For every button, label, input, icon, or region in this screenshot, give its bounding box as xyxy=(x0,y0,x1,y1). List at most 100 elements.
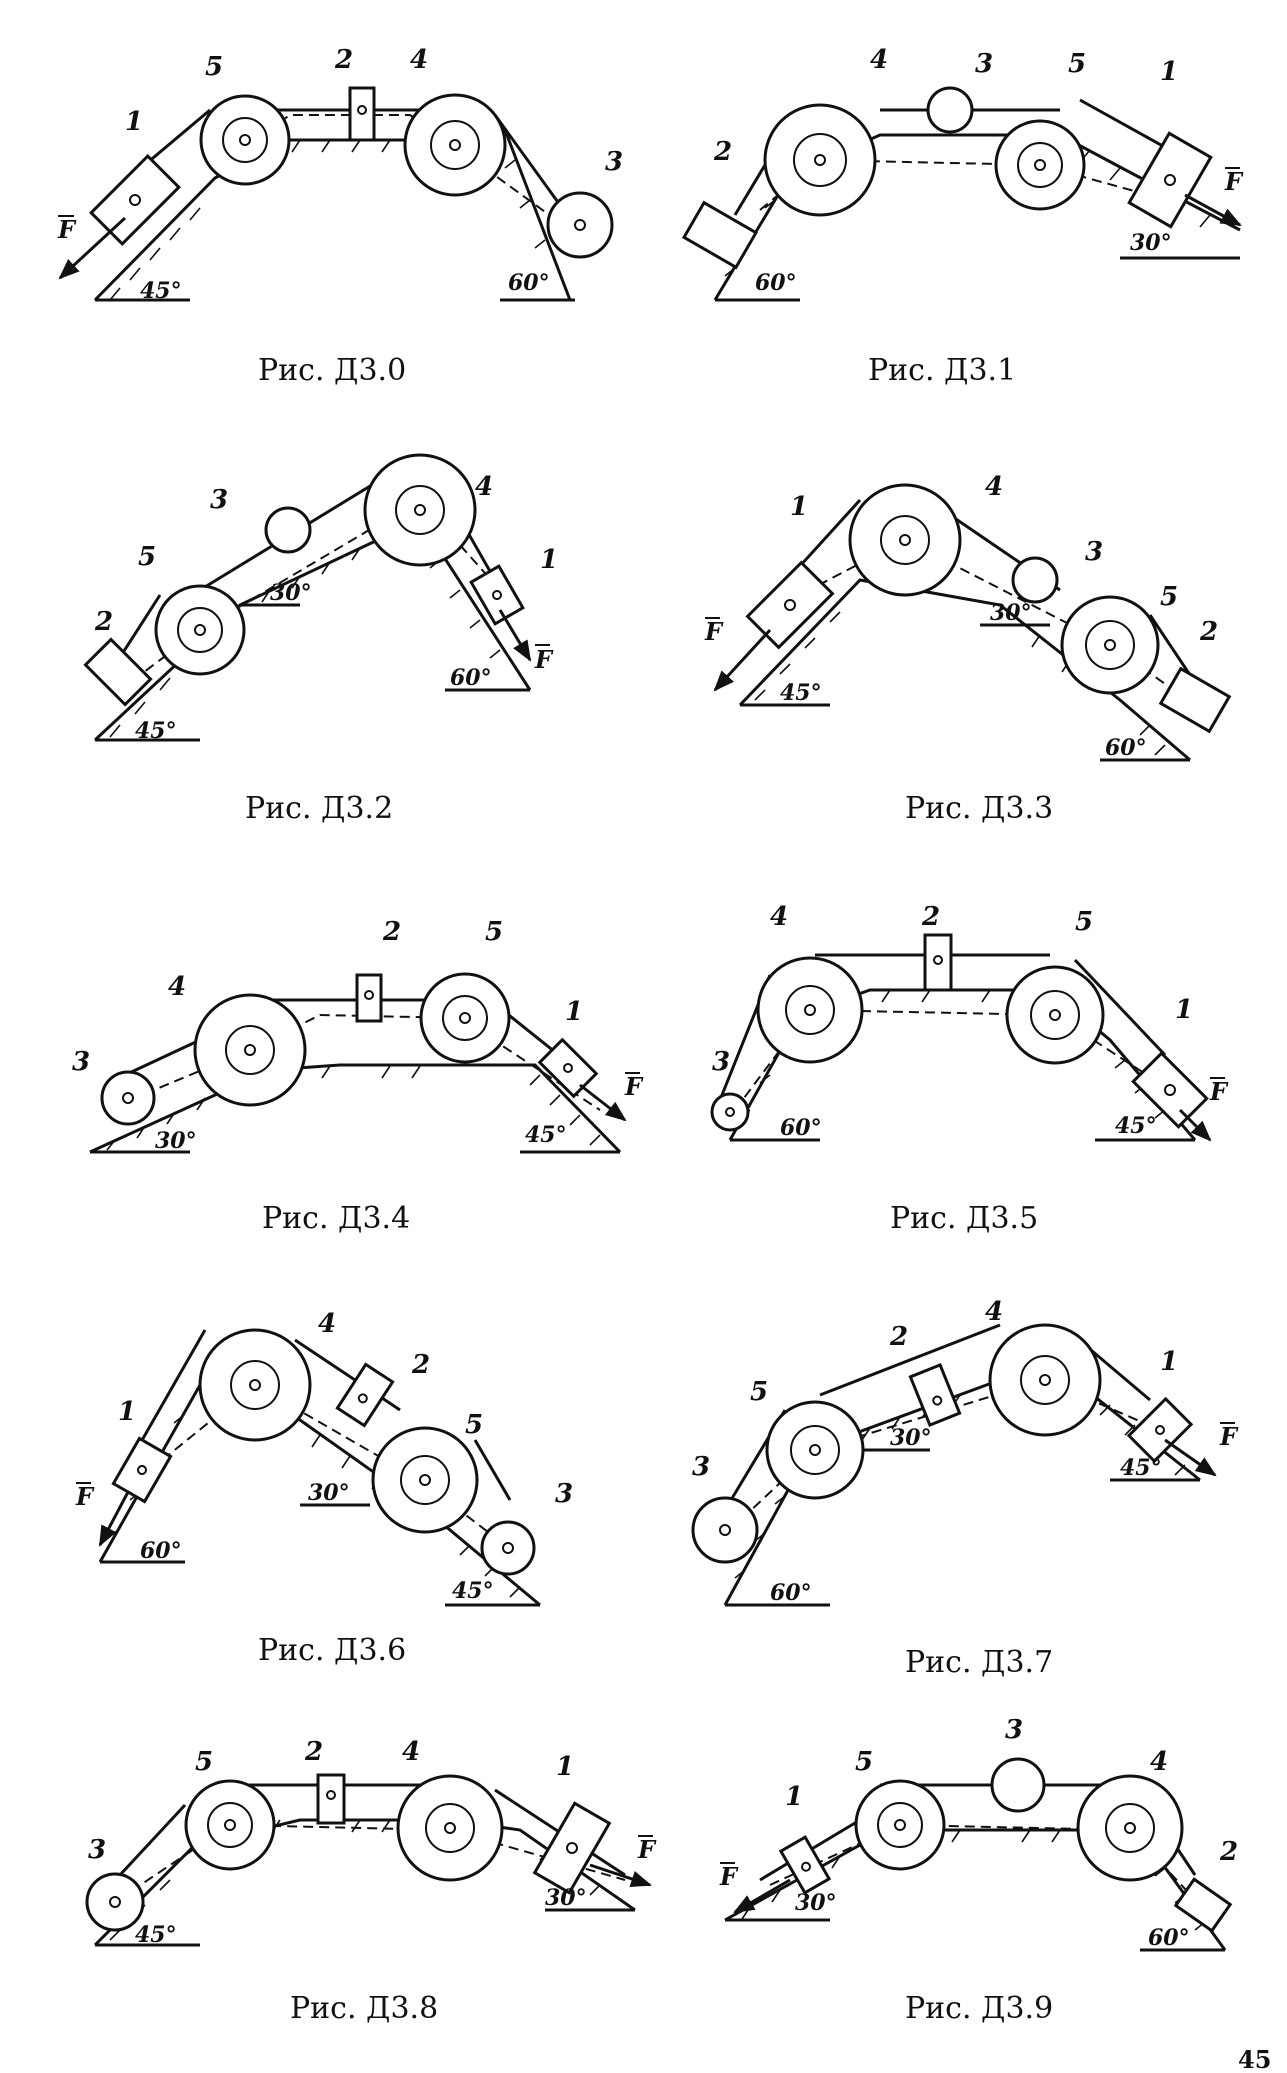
figure-caption: Рис. Д3.9 xyxy=(905,1991,1053,2026)
label-2: 2 xyxy=(713,137,732,167)
angle-label: 30° xyxy=(1130,230,1172,256)
block-2 xyxy=(681,200,759,270)
label-2: 2 xyxy=(1199,617,1218,647)
block-1 xyxy=(537,1037,599,1099)
figure-caption: Рис. Д3.6 xyxy=(258,1633,406,1668)
wheel-5 xyxy=(994,119,1086,211)
label-4: 4 xyxy=(318,1309,336,1339)
label-2: 2 xyxy=(1219,1837,1238,1867)
label-4: 4 xyxy=(985,1297,1003,1327)
angle-label: 30° xyxy=(990,600,1032,626)
wheel-5 xyxy=(419,972,511,1064)
label-4: 4 xyxy=(1150,1747,1168,1777)
label-5: 5 xyxy=(1160,582,1178,612)
force-label: F xyxy=(75,1482,95,1511)
block-1 xyxy=(745,560,835,650)
wheel-4 xyxy=(1076,1774,1184,1882)
force-label: F xyxy=(624,1072,644,1101)
label-4: 4 xyxy=(402,1737,420,1767)
wheel-5 xyxy=(1005,965,1105,1065)
incline-ground xyxy=(738,578,1191,762)
label-3: 3 xyxy=(555,1479,573,1509)
wheel-4 xyxy=(363,453,477,567)
block-2 xyxy=(908,1362,962,1428)
angle-label: 60° xyxy=(508,270,550,296)
angle-label: 30° xyxy=(890,1425,932,1451)
label-3: 3 xyxy=(210,485,228,515)
label-1: 1 xyxy=(1160,1347,1178,1377)
wheel-4 xyxy=(763,103,877,217)
wheel-3 xyxy=(1011,556,1059,604)
label-2: 2 xyxy=(94,607,113,637)
wheel-5 xyxy=(854,1779,946,1871)
angle-label: 45° xyxy=(780,680,822,706)
label-4: 4 xyxy=(770,902,788,932)
figure-d3-1: F 2 4 3 5 1 60° 30° Рис. Д3.1 xyxy=(681,45,1244,388)
label-2: 2 xyxy=(304,1737,323,1767)
angle-label: 45° xyxy=(1115,1113,1157,1139)
angle-label: 30° xyxy=(795,1890,837,1916)
block-2 xyxy=(348,86,376,142)
label-3: 3 xyxy=(88,1835,106,1865)
wheel-4 xyxy=(198,1328,312,1442)
wheel-3 xyxy=(85,1872,145,1932)
label-5: 5 xyxy=(1075,907,1093,937)
force-label: F xyxy=(1209,1077,1229,1106)
block-1 xyxy=(1131,1051,1209,1129)
wheel-3 xyxy=(480,1520,536,1576)
label-1: 1 xyxy=(1160,57,1178,87)
label-4: 4 xyxy=(870,45,888,75)
label-5: 5 xyxy=(138,542,156,572)
figure-d3-4: F 3 4 2 5 1 30° 45° Рис. Д3.4 xyxy=(72,917,644,1236)
block-1 xyxy=(111,1436,173,1504)
incline-ground xyxy=(93,518,532,742)
rope xyxy=(723,1323,1161,1531)
label-5: 5 xyxy=(465,1410,483,1440)
angle-label: 45° xyxy=(1120,1455,1162,1481)
label-3: 3 xyxy=(1085,537,1103,567)
wheel-4 xyxy=(756,956,864,1064)
wheel-5 xyxy=(371,1426,479,1534)
wheel-3 xyxy=(926,86,974,134)
wheel-5 xyxy=(184,1779,276,1871)
angle-label: 45° xyxy=(525,1122,567,1148)
force-label: F xyxy=(1219,1422,1239,1451)
angle-label: 60° xyxy=(1105,735,1147,761)
wheel-5 xyxy=(1060,595,1160,695)
block-1 xyxy=(1126,1396,1194,1464)
wheel-3 xyxy=(546,191,614,259)
block-1 xyxy=(89,154,181,246)
label-2: 2 xyxy=(382,917,401,947)
label-3: 3 xyxy=(712,1047,730,1077)
wheel-4 xyxy=(403,93,507,197)
wheel-4 xyxy=(988,1323,1102,1437)
block-2 xyxy=(1173,1877,1233,1933)
wheel-3 xyxy=(691,1496,759,1564)
label-4: 4 xyxy=(475,472,493,502)
angle-label: 60° xyxy=(140,1538,182,1564)
label-2: 2 xyxy=(334,45,353,75)
label-5: 5 xyxy=(205,52,223,82)
figure-caption: Рис. Д3.3 xyxy=(905,791,1053,826)
label-1: 1 xyxy=(790,492,808,522)
figure-d3-5: F 3 4 2 5 1 60° 45° Рис. Д3.5 xyxy=(710,902,1229,1236)
block-1 xyxy=(532,1801,612,1895)
figure-caption: Рис. Д3.2 xyxy=(245,791,393,826)
force-label: F xyxy=(534,645,554,674)
figure-caption: Рис. Д3.5 xyxy=(890,1201,1038,1236)
angle-label: 45° xyxy=(140,278,182,304)
figure-caption: Рис. Д3.8 xyxy=(290,1991,438,2026)
figure-caption: Рис. Д3.1 xyxy=(868,353,1016,388)
angle-label: 45° xyxy=(452,1578,494,1604)
label-1: 1 xyxy=(785,1782,803,1812)
label-1: 1 xyxy=(565,997,583,1027)
label-5: 5 xyxy=(1068,49,1086,79)
figure-caption: Рис. Д3.7 xyxy=(905,1645,1053,1680)
angle-label: 60° xyxy=(450,665,492,691)
wheel-5 xyxy=(199,94,291,186)
wheel-5 xyxy=(154,584,246,676)
block-1 xyxy=(469,564,525,626)
angle-label: 30° xyxy=(155,1128,197,1154)
label-1: 1 xyxy=(118,1397,136,1427)
label-5: 5 xyxy=(195,1747,213,1777)
